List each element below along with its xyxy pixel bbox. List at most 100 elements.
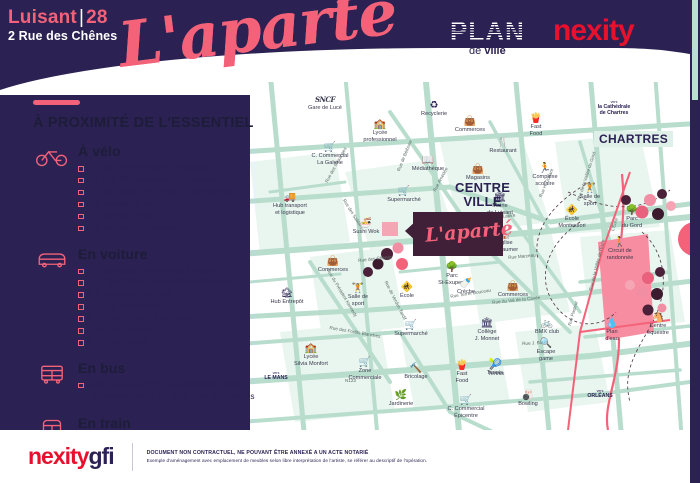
section-heading: En voiture [78,245,148,262]
warehouse-icon: 🏚 [280,288,294,299]
poi-label: Tennis [487,371,505,377]
bicycle-icon [35,144,69,170]
poi-cole[interactable]: 🚸École [380,282,434,300]
footer-gfi: gfi [88,443,114,469]
poi-tennis[interactable]: 🎾Tennis [468,359,522,377]
poi-label: Médiathèque [411,166,445,172]
poi-tennis[interactable]: 🎾Tennis [469,360,523,378]
hiker-icon: 🚶 [613,237,627,248]
poi-label: Commerces [497,292,529,298]
tennis-icon: 🎾 [488,359,502,370]
chartres-label: CHARTRES [594,131,674,147]
panel-title: À PROXIMITÉ DE L'ESSENTIEL [33,115,254,131]
bag-icon: 👜 [471,164,485,175]
poi-jardinerie[interactable]: 🌿Jardinerie [374,390,428,408]
plan-de-ville-logo: PLAN de ville [450,16,525,57]
section-list-item: À 5' de la gare de Lucé [78,288,278,300]
section-heading: En bus [78,359,126,376]
sncf-label: Gare de Lucé [308,104,342,111]
fastfood-icon: 🍟 [529,113,543,124]
section-list: Ligne de bus proche du programme, arrêt"… [78,379,278,403]
cart-icon: 🛒 [323,142,337,153]
poi-restaurant[interactable]: 🍴Restaurant [476,137,530,155]
program-pin-laparte[interactable]: L'aparté [405,212,514,256]
cart-icon: 🛒 [358,357,372,368]
header: Luisant|28 2 Rue des Chênes L'aparté PLA… [0,0,700,95]
sncf-brand: SNCF [314,95,336,104]
poi-commerces[interactable]: 👜Commerces [443,116,497,134]
footer-nexity: nexity [28,443,89,469]
poi-label: BMX club [535,329,559,335]
dumbbell-icon: 🏋 [583,183,597,194]
poi-bowling[interactable]: 🎳Bowling [501,390,555,408]
poi-label: Commerces [454,127,486,133]
college-icon: 🏛 [480,318,494,329]
section-heading: À vélo [78,143,121,159]
poi-cr-che[interactable]: 🍼Crèche [439,278,493,296]
poi-bricolage[interactable]: 🔨Bricolage [389,363,443,381]
truck-icon: 🚚 [283,192,297,203]
cutlery-icon: 🍴 [496,137,510,148]
poi-label: Hub Entrepôt [270,299,304,305]
church-icon: ⛪ [498,229,512,240]
poi-commerces[interactable]: 👜Commerces [486,281,540,299]
school-icon: 🚸 [565,205,579,216]
townhall-icon: 🏛 [493,192,507,203]
stroller-icon: 🍼 [459,278,473,289]
section-list-item: À 2' du Parc St-Exupery [78,222,278,234]
poi-recyclerie[interactable]: ♻Recyclerie [407,100,461,118]
poi-m-diath-que[interactable]: 📖Médiathèque [401,155,455,173]
poi-commerces[interactable]: 👜Commerces [306,256,360,274]
poi-magasins[interactable]: 👜Magasins [451,164,505,182]
poi-sushi-wok[interactable]: 🍜Sushi Wok [339,218,393,236]
poi-supermarch[interactable]: 🛒Supermarché [377,186,431,204]
poi-gare-de-luce[interactable]: SNCF Gare de Lucé [308,95,342,111]
poi-bmx-club[interactable]: 🚲BMX club [520,318,574,336]
tree-icon: 🌳 [625,205,639,216]
tennis-icon: 🎾 [489,360,503,371]
poi-supermarch[interactable]: 🛒Supermarché [384,320,438,338]
poi-label: Crèche [456,289,476,295]
bag-icon: 👜 [463,116,477,127]
poi-label: Supermarché [387,197,421,203]
poi-label: Jardinerie [388,401,414,407]
plan-sub-de: de [469,45,485,57]
footer-divider [131,442,133,471]
poi-label: Bricolage [404,374,428,380]
horse-icon: 🐴 [651,312,665,323]
centre-ville-line1: CENTRE [455,180,511,195]
car-icon [35,247,69,273]
bmx-icon: 🚲 [540,318,554,329]
poi-hub-entrep-t[interactable]: 🏚Hub Entrepôt [260,288,314,306]
